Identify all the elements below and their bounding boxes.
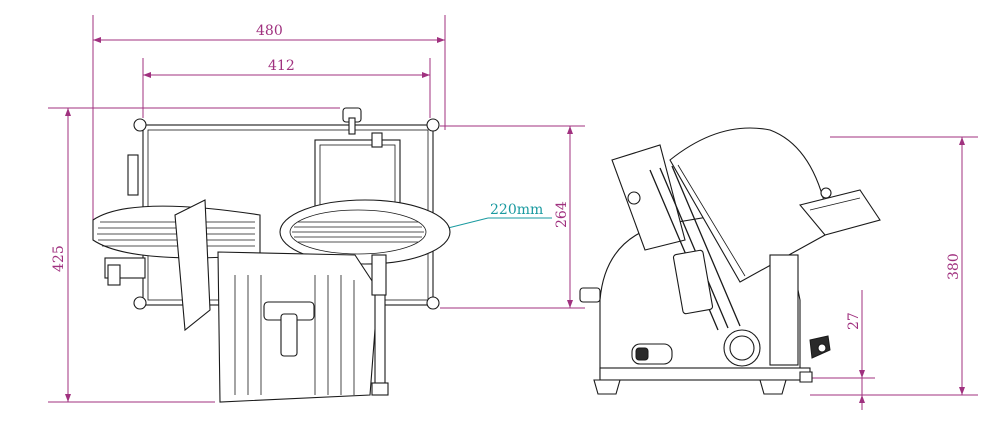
dim-412-label: 412 — [268, 58, 295, 74]
blade-diameter-label: 220mm — [490, 202, 543, 218]
dim-264-label: 264 — [554, 201, 570, 228]
dim-380-label: 380 — [946, 253, 962, 280]
dim-425-label: 425 — [51, 245, 67, 272]
side-view-slicer — [579, 127, 881, 395]
front-view-slicer — [92, 107, 451, 403]
dim-27-label: 27 — [846, 312, 862, 330]
dim-480-label: 480 — [256, 23, 283, 39]
front-view-dimensions: 480 412 425 264 220mm — [48, 15, 585, 403]
side-view-dimensions: 380 27 — [800, 136, 978, 410]
